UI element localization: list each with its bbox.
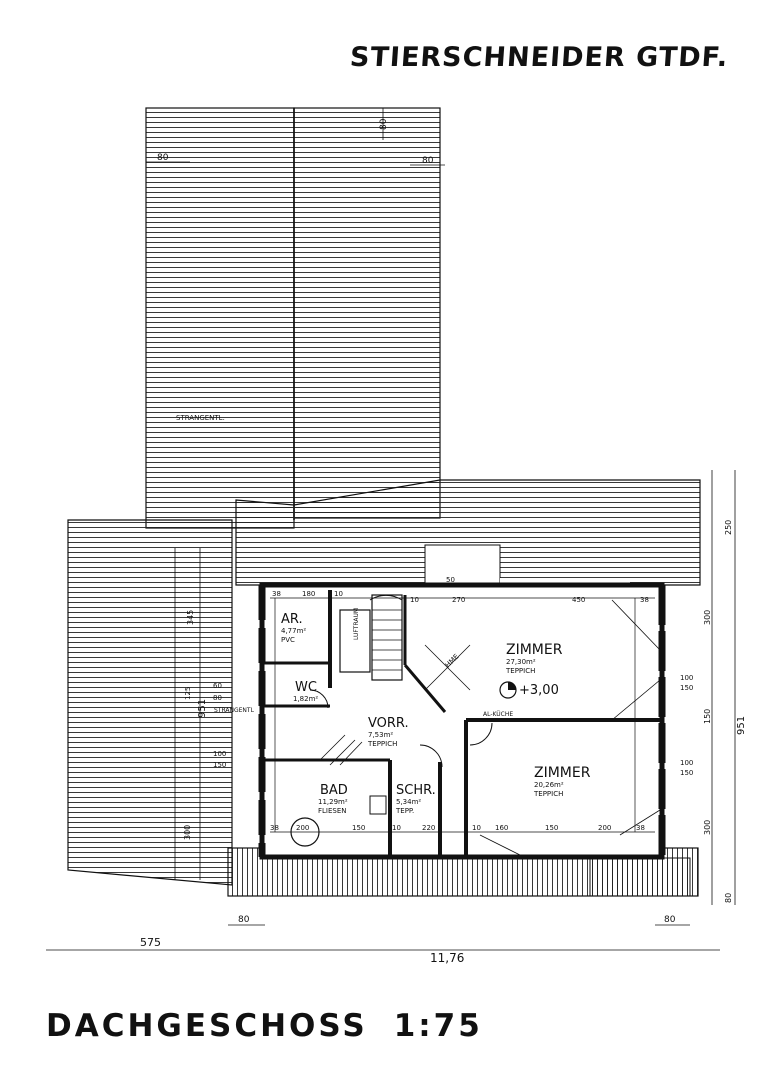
room-ar-area: 4,77m² [281,627,306,635]
room-zimmer2-area: 20,26m² [534,781,564,789]
luftraum-label: LUFTRAUM [353,608,360,640]
room-bad-area: 11,29m² [318,798,348,806]
dim-bottom-6: 10 [472,824,481,832]
dim-bottom-overhang-left: 80 [238,915,250,925]
dim-left-total: 951 [197,699,208,718]
dim-right-7: 150 [680,769,693,777]
dim-roof-overhang-right: 80 [422,156,434,166]
dim-roof-overhang-top: 80 [379,118,389,130]
floor-title: DACHGESCHOSS 1:75 [46,1008,566,1044]
dim-bottom-1: 38 [270,824,279,832]
dim-bottom-2: 200 [296,824,309,832]
room-schr-area: 5,34m² [396,798,421,806]
room-schr-name: SCHR. [396,783,436,798]
room-zimmer1-floor: TEPPICH [505,667,535,675]
dim-left-2: 60 [213,682,222,690]
strangentl-top-label: STRANGENTL. [176,414,225,422]
dim-left-1: 345 [186,610,195,625]
dim-right-total: 951 [736,716,747,735]
room-zimmer2-name: ZIMMER [534,765,591,781]
room-zimmer1-area: 27,30m² [506,658,536,666]
floor-scale: 1:75 [393,1008,483,1044]
room-zimmer2-floor: TEPPICH [533,790,563,798]
dim-bottom-3: 150 [352,824,365,832]
dim-right-4: 150 [680,684,693,692]
dim-top-5: 270 [452,596,465,604]
house-outline [258,544,666,860]
dim-right-8: 300 [703,820,712,835]
dim-top-3: 10 [334,590,343,598]
dim-top-7: 50 [446,576,455,584]
room-vorr-area: 7,53m² [368,731,393,739]
room-ar-floor: PVC [281,636,295,644]
dim-bottom-4: 10 [392,824,401,832]
dim-top-4: 10 [410,596,419,604]
floor-name: DACHGESCHOSS [46,1008,368,1044]
dim-left-6: 150 [213,761,226,769]
dim-left-4: 125 [184,687,192,700]
room-ar-name: AR. [281,612,303,627]
roof-hatching [67,107,701,897]
dimension-lines [46,108,736,951]
dim-bottom-7: 160 [495,824,508,832]
al-kuche-label: AL-KÜCHE [483,711,513,718]
dim-top-8: 38 [640,596,649,604]
dim-bottom-9: 200 [598,824,611,832]
dim-bottom-10: 38 [636,824,645,832]
dim-right-9: 80 [724,893,733,903]
dim-top-1: 38 [272,590,281,598]
room-vorr-name: VORR. [368,716,409,731]
room-vorr-floor: TEPPICH [367,740,397,748]
dim-bottom-8: 150 [545,824,558,832]
dim-right-5: 150 [703,709,712,724]
dim-left-3: 80 [213,694,222,702]
dim-right-6: 100 [680,759,693,767]
dim-left-5: 100 [213,750,226,758]
dim-bottom-overhang-right: 80 [664,915,676,925]
dim-right-1: 250 [724,520,733,535]
dim-top-6: 450 [572,596,585,604]
room-schr-floor: TEPP. [395,807,414,815]
strangentl-mid-label: STRANGENTL [214,707,255,714]
dim-roof-overhang-left: 80 [157,153,169,163]
dim-right-2: 300 [703,610,712,625]
hoehe-marker-label: +3,00 [519,683,559,698]
room-bad-floor: FLIESEN [318,807,347,815]
dim-overall-width: 11,76 [430,951,464,965]
room-wc-name: WC [295,680,317,695]
room-wc-area: 1,82m² [293,695,318,703]
room-bad-name: BAD [320,783,348,798]
dim-top-2: 180 [302,590,315,598]
dim-bottom-5: 220 [422,824,435,832]
room-zimmer1-name: ZIMMER [506,642,563,658]
dim-left-7: 300 [183,825,192,840]
dim-right-3: 100 [680,674,693,682]
dim-left-offset: 575 [140,936,161,949]
